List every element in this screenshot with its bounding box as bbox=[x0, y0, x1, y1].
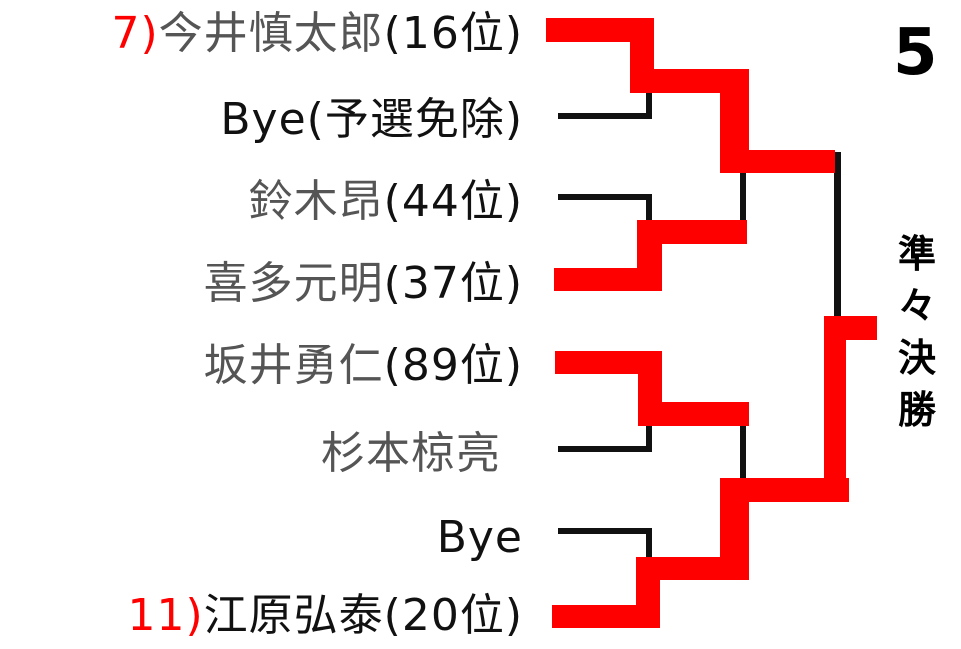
winner-line bbox=[638, 402, 749, 426]
player-entry-4: 喜多元明(37位) bbox=[204, 258, 523, 310]
winner-line bbox=[824, 316, 846, 502]
player-rank: (予選免除) bbox=[306, 94, 523, 145]
draw-number: 5 bbox=[893, 16, 938, 90]
player-name: 杉本椋亮 bbox=[321, 428, 501, 479]
winner-line bbox=[824, 316, 877, 340]
winner-line bbox=[637, 220, 747, 244]
bracket-line bbox=[558, 113, 652, 119]
bracket-line bbox=[646, 194, 652, 222]
player-name: 喜多元明 bbox=[203, 258, 384, 309]
bracket-line bbox=[740, 424, 746, 480]
player-entry-6: 杉本椋亮 bbox=[321, 428, 501, 480]
player-name: 鈴木昂 bbox=[248, 176, 384, 227]
winner-line bbox=[555, 351, 662, 374]
player-name: Bye bbox=[220, 94, 307, 145]
seed-number: 11) bbox=[127, 590, 204, 641]
player-name: 今井慎太郎 bbox=[158, 8, 384, 59]
bracket-line bbox=[646, 528, 652, 558]
player-entry-3: 鈴木昂(44位) bbox=[249, 176, 523, 228]
player-entry-5: 坂井勇仁(89位) bbox=[204, 340, 523, 392]
round-label-quarterfinal: 準 々 決 勝 bbox=[890, 228, 944, 436]
bracket-line bbox=[740, 172, 746, 222]
player-name: 江原弘泰 bbox=[203, 590, 384, 641]
winner-line bbox=[720, 150, 835, 173]
player-entry-1: 7)今井慎太郎(16位) bbox=[112, 8, 524, 60]
round-label-char: 勝 bbox=[897, 388, 936, 432]
player-entry-7: Bye bbox=[437, 512, 523, 564]
player-rank: (37位) bbox=[383, 258, 523, 309]
round-label-char: 決 bbox=[897, 336, 936, 380]
winner-line bbox=[552, 605, 660, 628]
player-name: 坂井勇仁 bbox=[203, 340, 384, 391]
bracket-line bbox=[834, 152, 841, 318]
player-rank: (89位) bbox=[383, 340, 523, 391]
player-entry-8: 11)江原弘泰(20位) bbox=[128, 590, 523, 642]
bracket-line bbox=[558, 528, 652, 534]
round-label-char: 々 bbox=[897, 284, 936, 328]
bracket-line bbox=[558, 446, 652, 452]
player-rank: (16位) bbox=[383, 8, 523, 59]
player-entry-2: Bye(予選免除) bbox=[220, 94, 523, 146]
winner-line bbox=[554, 268, 662, 291]
round-label-char: 準 bbox=[897, 232, 936, 276]
player-rank: (20位) bbox=[383, 590, 523, 641]
bracket-line bbox=[646, 424, 652, 452]
player-name: Bye bbox=[436, 512, 523, 563]
player-rank: (44位) bbox=[383, 176, 523, 227]
bracket-line bbox=[558, 194, 652, 200]
seed-number: 7) bbox=[111, 8, 159, 59]
bracket-line bbox=[646, 92, 652, 119]
